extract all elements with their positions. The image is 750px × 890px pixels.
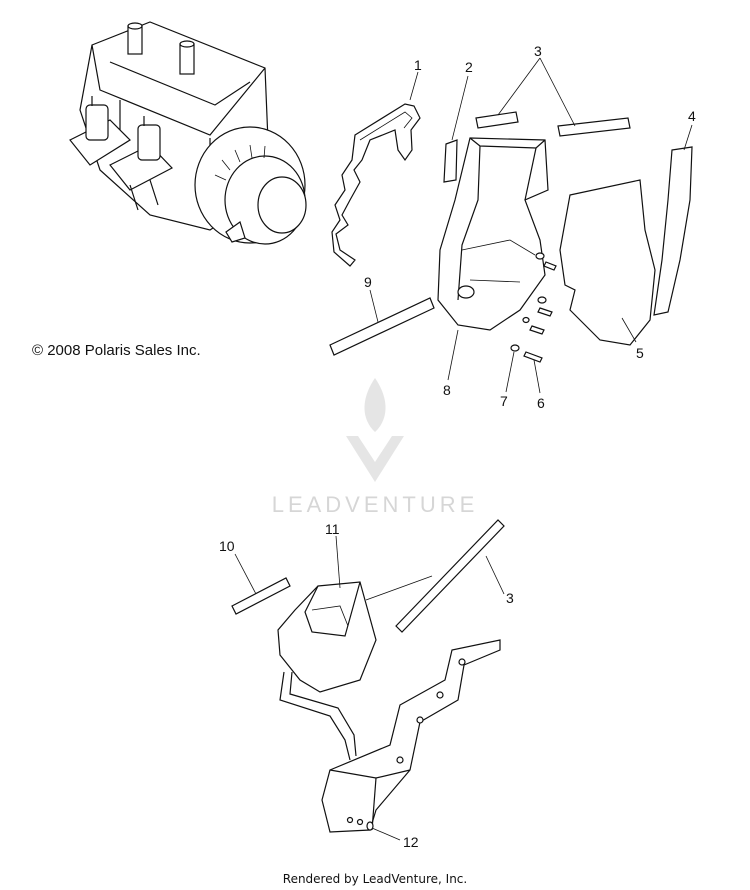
part-3-seal-strips: 3 [475,43,631,137]
callout-6: 6 [537,395,545,411]
callout-3-top: 3 [534,43,542,59]
callout-3-lower: 3 [506,590,514,606]
callout-10: 10 [219,538,235,554]
callout-5: 5 [636,345,644,361]
watermark-text: LEADVENTURE [271,492,479,517]
callout-8: 8 [443,382,451,398]
leadventure-watermark-logo [346,378,404,482]
copyright-notice: © 2008 Polaris Sales Inc. [32,342,201,359]
callouts-6-7: 7 6 [500,351,545,411]
part-5-outer-cover: 5 [559,179,656,361]
part-4-side-panel: 4 [653,108,696,316]
callout-12: 12 [403,834,419,850]
engine-drawing [69,21,307,245]
part-1-gasket: 1 [331,57,422,267]
footer-credit: Rendered by LeadVenture, Inc. [282,872,468,886]
part-3-seal-strip-lower: 3 [365,519,514,633]
part-10-strip: 10 [219,538,291,615]
part-11-duct: 11 [277,521,377,761]
part-2-pad: 2 [443,59,473,183]
callout-9: 9 [364,274,372,290]
callout-2: 2 [465,59,473,75]
callout-4: 4 [688,108,696,124]
callout-1: 1 [414,57,422,73]
part-9-strip: 9 [329,274,435,356]
part-12-bracket: 12 [321,639,501,850]
hardware-screws-washers [510,252,557,363]
part-8-cover: 8 [437,137,549,398]
callout-7: 7 [500,393,508,409]
callout-11: 11 [325,521,340,537]
